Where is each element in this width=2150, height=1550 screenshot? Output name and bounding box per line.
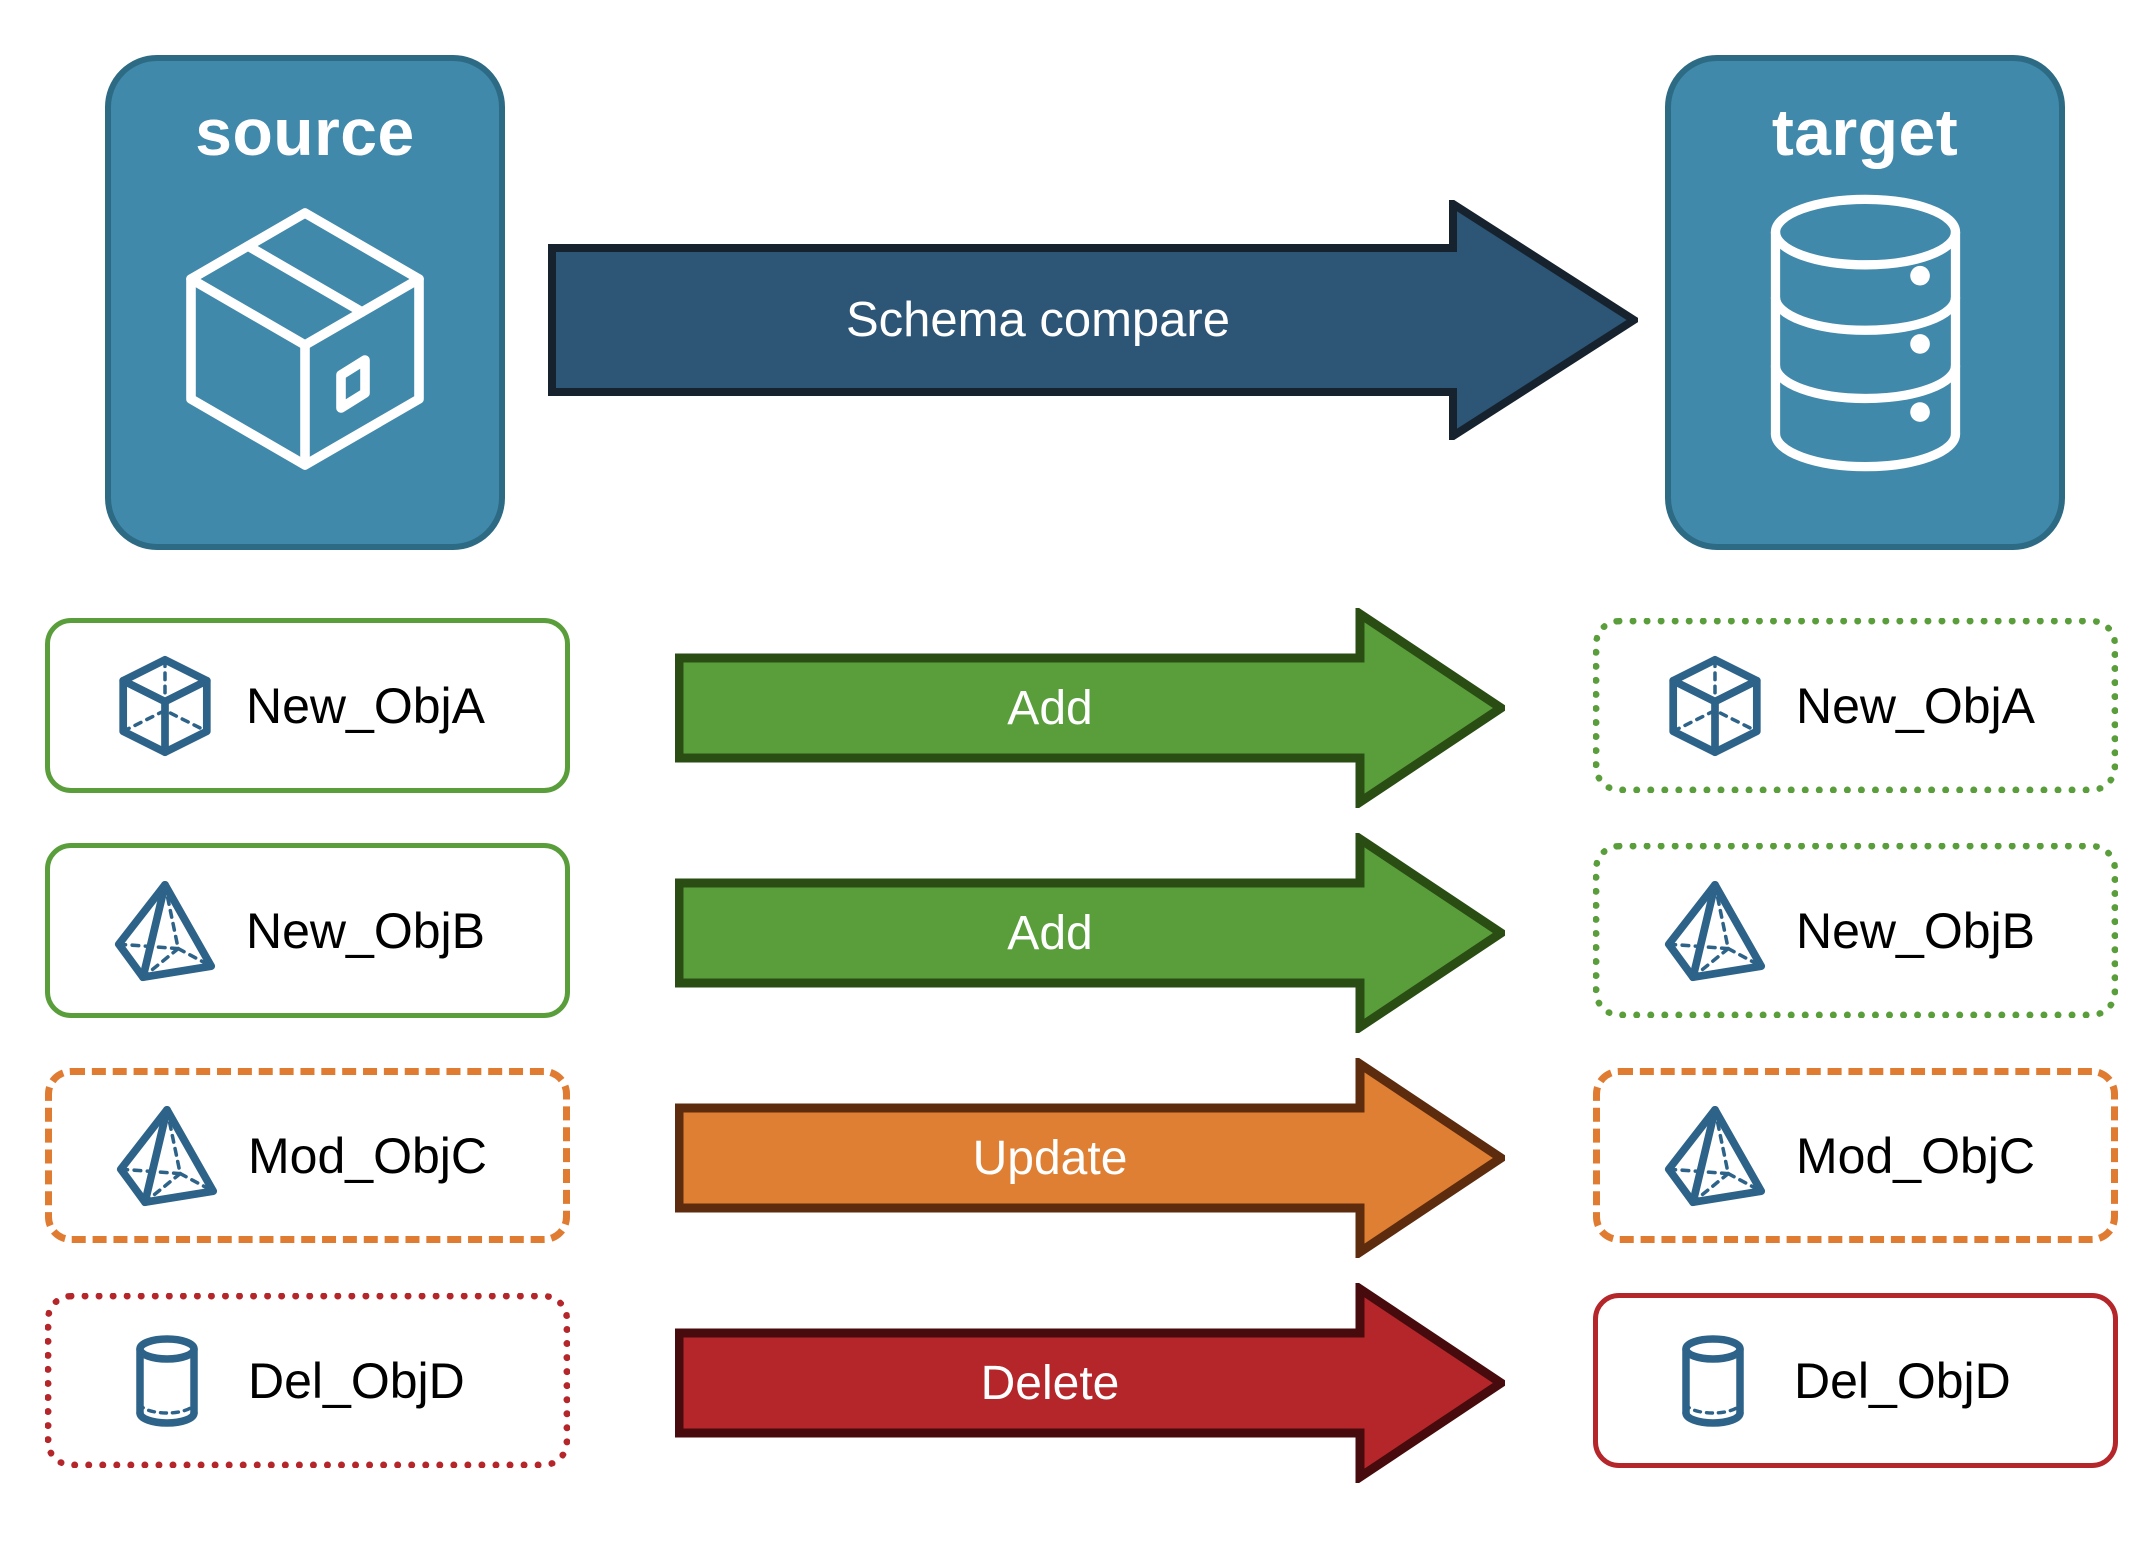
target-title: target [1771, 95, 1959, 169]
target-object-card[interactable]: New_ObjA [1593, 618, 2118, 793]
wireframe-pyramid-icon [112, 1101, 222, 1211]
source-object-card[interactable]: New_ObjB [45, 843, 570, 1018]
source-object-card[interactable]: Mod_ObjC [45, 1068, 570, 1243]
source-object-label: Del_ObjD [248, 1352, 465, 1409]
object-row: New_ObjB Add New_ObjB [0, 833, 2150, 1033]
database-cylinder-icon [1715, 183, 2015, 483]
target-object-card[interactable]: New_ObjB [1593, 843, 2118, 1018]
source-object-label: Mod_ObjC [248, 1127, 487, 1184]
source-endpoint-card: source [105, 55, 505, 550]
add-action-arrow [675, 608, 1505, 808]
delete-action-arrow [675, 1283, 1505, 1483]
add-action-arrow [675, 833, 1505, 1033]
target-object-label: New_ObjA [1796, 677, 2035, 734]
target-endpoint-card: target [1665, 55, 2065, 550]
wireframe-cube-icon [110, 651, 220, 761]
wireframe-pyramid-icon [1660, 1101, 1770, 1211]
wireframe-cylinder-icon [1658, 1326, 1768, 1436]
wireframe-cube-icon [1660, 651, 1770, 761]
object-row: New_ObjA Add New_ObjA [0, 608, 2150, 808]
source-object-label: New_ObjA [246, 677, 485, 734]
source-object-card[interactable]: New_ObjA [45, 618, 570, 793]
source-object-card[interactable]: Del_ObjD [45, 1293, 570, 1468]
object-row: Del_ObjD Delete Del_ObjD [0, 1283, 2150, 1483]
object-row: Mod_ObjC Update Mod_ObjC [0, 1058, 2150, 1258]
source-object-label: New_ObjB [246, 902, 485, 959]
wireframe-cylinder-icon [112, 1326, 222, 1436]
target-object-card[interactable]: Mod_ObjC [1593, 1068, 2118, 1243]
package-box-icon [155, 183, 455, 483]
target-object-label: New_ObjB [1796, 902, 2035, 959]
target-object-label: Mod_ObjC [1796, 1127, 2035, 1184]
source-title: source [195, 95, 415, 169]
update-action-arrow [675, 1058, 1505, 1258]
wireframe-pyramid-icon [1660, 876, 1770, 986]
schema-compare-arrow [548, 200, 1638, 440]
target-object-label: Del_ObjD [1794, 1352, 2011, 1409]
target-object-card[interactable]: Del_ObjD [1593, 1293, 2118, 1468]
wireframe-pyramid-icon [110, 876, 220, 986]
